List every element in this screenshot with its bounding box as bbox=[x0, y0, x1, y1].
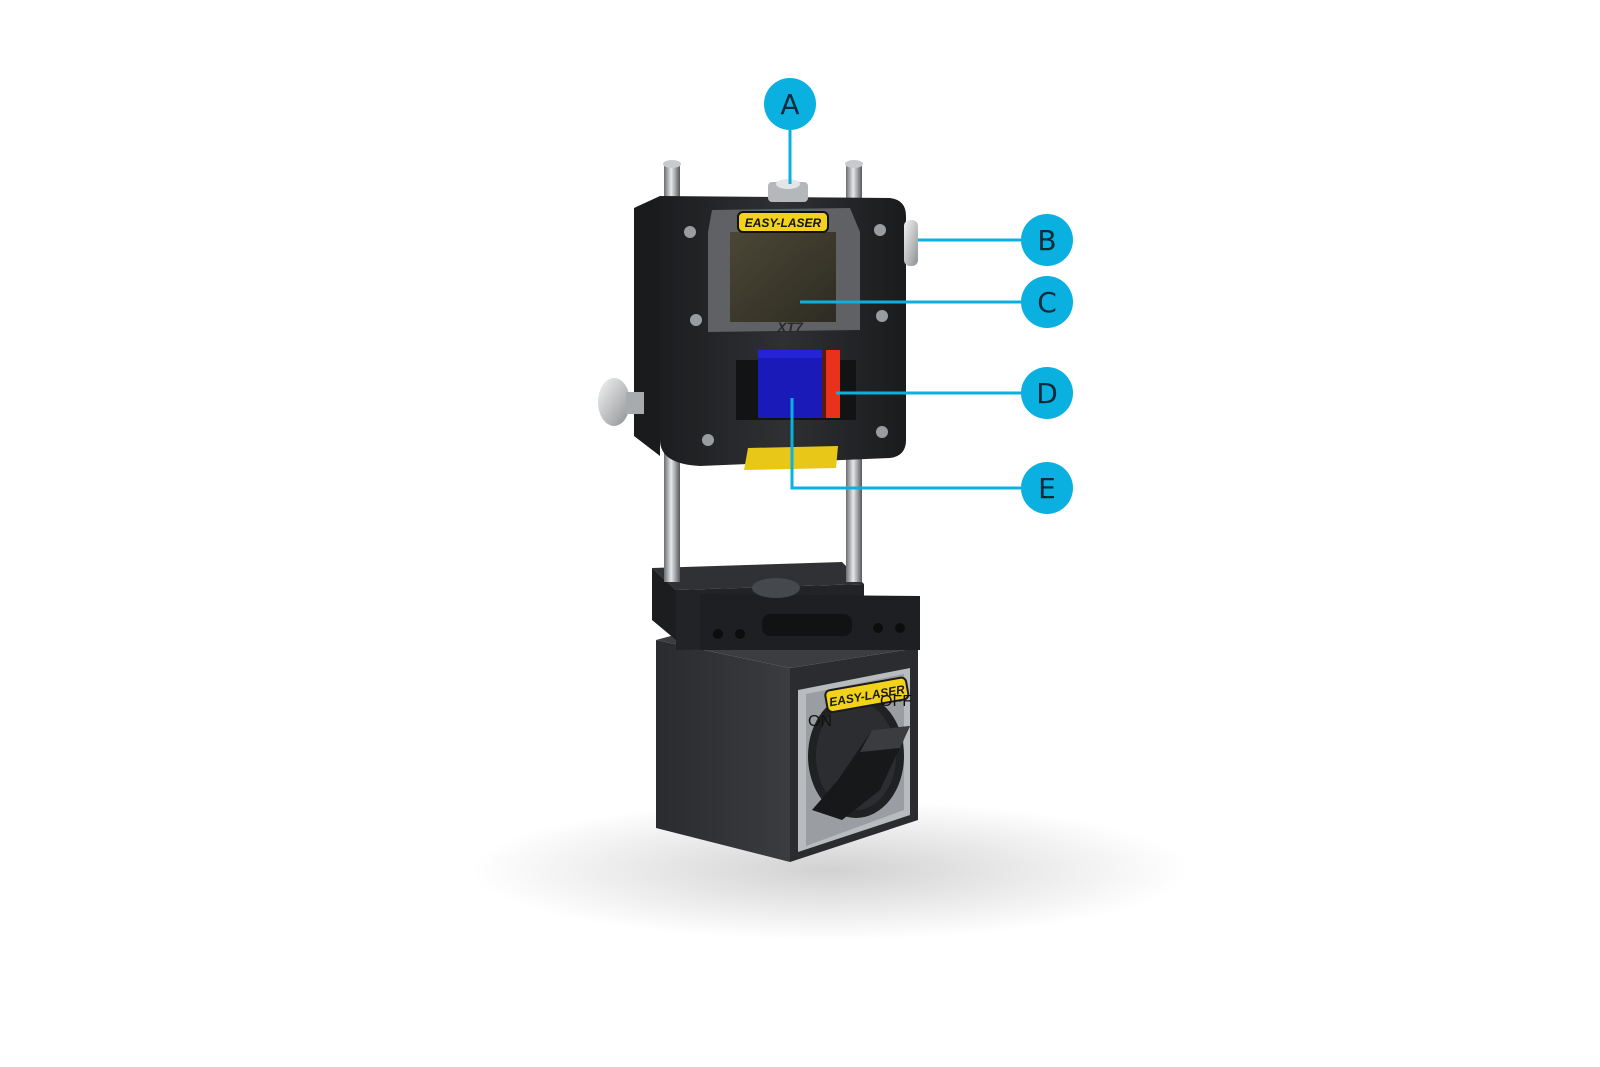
top-brand-label: EASY-LASER bbox=[745, 216, 822, 230]
callout-c-letter: C bbox=[1037, 286, 1057, 319]
callout-e: E bbox=[1021, 462, 1073, 514]
switch-on-label: ON bbox=[808, 713, 832, 730]
detector-unit: EASY-LASER XT7 bbox=[598, 179, 918, 470]
callout-b-letter: B bbox=[1037, 224, 1056, 257]
callout-e-letter: E bbox=[1038, 472, 1056, 505]
floor-shadow bbox=[470, 800, 1190, 940]
detector-blue bbox=[758, 350, 822, 418]
model-label: XT7 bbox=[776, 319, 804, 335]
callout-a: A bbox=[764, 78, 816, 130]
switch-off-label: OFF bbox=[880, 693, 912, 710]
callout-a-letter: A bbox=[780, 88, 799, 121]
leader-line-e bbox=[790, 398, 1022, 490]
callout-b: B bbox=[1021, 214, 1073, 266]
callout-d-letter: D bbox=[1036, 377, 1058, 410]
callout-c: C bbox=[1021, 276, 1073, 328]
callout-d: D bbox=[1021, 367, 1073, 419]
rod-clamp bbox=[652, 562, 920, 650]
magnetic-base: EASY-LASER ON OFF bbox=[656, 612, 918, 862]
display-screen bbox=[730, 232, 836, 322]
detector-red bbox=[826, 350, 840, 418]
callout-lines bbox=[788, 130, 1022, 490]
